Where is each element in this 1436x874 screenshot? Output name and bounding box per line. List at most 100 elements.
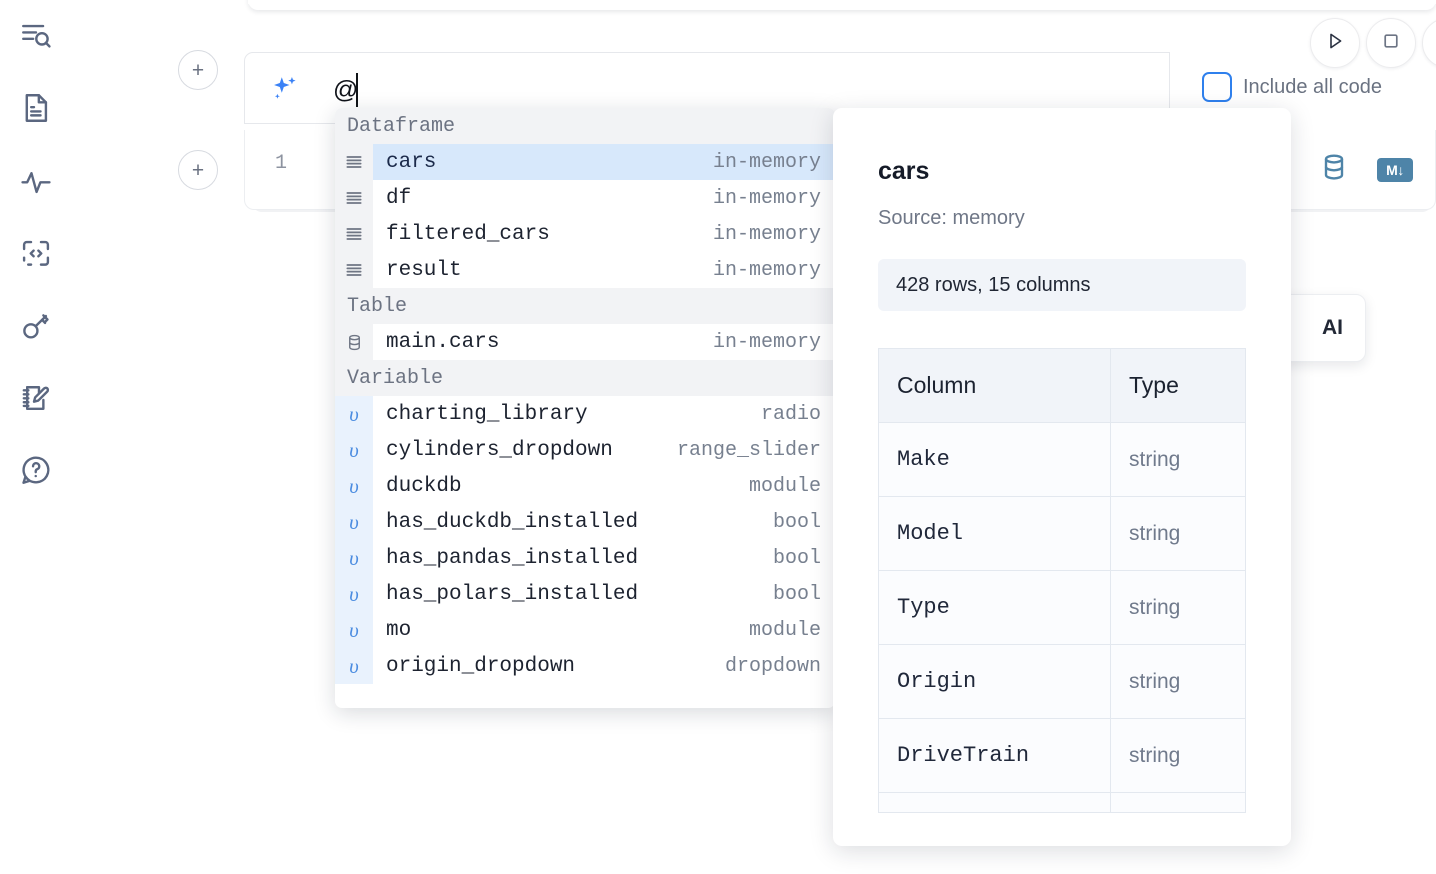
sidebar-item-help[interactable]	[14, 448, 58, 492]
detail-stats-badge: 428 rows, 15 columns	[878, 259, 1246, 311]
sidebar-item-secrets[interactable]	[14, 304, 58, 348]
text-caret	[356, 73, 358, 107]
notebook-file-icon	[19, 91, 53, 125]
ai-chip-label: AI	[1322, 316, 1343, 339]
upsilon-variable-icon: υ	[335, 468, 373, 504]
explore-search-icon	[19, 19, 53, 53]
sidebar-item-notebook[interactable]	[14, 86, 58, 130]
dataframe-rows-icon	[335, 144, 373, 180]
notebook-card-top-edge	[248, 0, 1436, 10]
schema-column-name: Make	[878, 422, 1111, 497]
autocomplete-item[interactable]: υ has_duckdb_installed bool	[335, 504, 835, 540]
secrets-key-icon	[19, 309, 53, 343]
autocomplete-item-type: in-memory	[712, 222, 821, 246]
upsilon-variable-icon: υ	[335, 648, 373, 684]
stop-cell-button[interactable]	[1366, 18, 1416, 68]
sparkles-icon	[269, 73, 301, 105]
upsilon-variable-icon: υ	[335, 540, 373, 576]
autocomplete-item[interactable]: υ has_polars_installed bool	[335, 576, 835, 612]
table-row-partial	[878, 792, 1246, 813]
autocomplete-item-name: df	[386, 186, 412, 210]
schema-column-type: string	[1110, 570, 1246, 645]
database-icon[interactable]	[1319, 152, 1349, 187]
schema-column-type: string	[1110, 644, 1246, 719]
autocomplete-item-name: mo	[386, 618, 412, 642]
autocomplete-item-type: in-memory	[712, 186, 821, 210]
square-stop-icon	[1379, 29, 1403, 58]
autocomplete-item-type: in-memory	[712, 150, 821, 174]
dataframe-detail-panel: cars Source: memory 428 rows, 15 columns…	[833, 108, 1291, 846]
include-all-code-checkbox[interactable]	[1202, 72, 1232, 102]
upsilon-variable-icon: υ	[335, 612, 373, 648]
detail-source: Source: memory	[878, 207, 1025, 229]
line-number: 1	[275, 152, 288, 175]
autocomplete-item-name: cylinders_dropdown	[386, 438, 613, 462]
database-cylinder-icon	[335, 324, 373, 360]
autocomplete-item-name: cars	[386, 150, 437, 174]
autocomplete-group-header: Dataframe	[335, 108, 835, 144]
schema-column-name: Model	[878, 496, 1111, 571]
autocomplete-item-type: bool	[772, 510, 821, 534]
play-triangle-icon	[1323, 29, 1347, 58]
dataframe-rows-icon	[335, 180, 373, 216]
autocomplete-item-name: filtered_cars	[386, 222, 550, 246]
add-cell-below-button[interactable]: +	[178, 150, 218, 190]
autocomplete-item[interactable]: υ has_pandas_installed bool	[335, 540, 835, 576]
autocomplete-item-type: bool	[772, 546, 821, 570]
autocomplete-item[interactable]: result in-memory	[335, 252, 835, 288]
schema-column-name: DriveTrain	[878, 718, 1111, 793]
include-all-code-row[interactable]: Include all code	[1202, 72, 1382, 102]
upsilon-variable-icon: υ	[335, 432, 373, 468]
scratchpad-edit-icon	[19, 381, 53, 415]
add-cell-above-button[interactable]: +	[178, 50, 218, 90]
autocomplete-item-type: in-memory	[712, 258, 821, 282]
autocomplete-item-name: main.cars	[386, 330, 500, 354]
markdown-badge[interactable]: M↓	[1377, 157, 1413, 182]
sidebar-item-activity[interactable]	[14, 160, 58, 204]
upsilon-variable-icon: υ	[335, 504, 373, 540]
autocomplete-group-header: Table	[335, 288, 835, 324]
autocomplete-item-name: has_polars_installed	[386, 582, 639, 606]
autocomplete-item-type: range_slider	[676, 438, 821, 462]
autocomplete-item-type: module	[748, 618, 821, 642]
autocomplete-item[interactable]: df in-memory	[335, 180, 835, 216]
autocomplete-item[interactable]: υ cylinders_dropdown range_slider	[335, 432, 835, 468]
dataframe-rows-icon	[335, 216, 373, 252]
sidebar-item-scratchpad[interactable]	[14, 376, 58, 420]
autocomplete-item-name: result	[386, 258, 462, 282]
autocomplete-item-name: has_pandas_installed	[386, 546, 639, 570]
upsilon-variable-icon: υ	[335, 576, 373, 612]
schema-column-name: Type	[878, 570, 1111, 645]
table-header-cell: Column	[878, 348, 1111, 423]
cell-toolbar: M↓	[1319, 152, 1413, 187]
autocomplete-item[interactable]: cars in-memory	[335, 144, 835, 180]
autocomplete-item[interactable]: filtered_cars in-memory	[335, 216, 835, 252]
autocomplete-item-name: charting_library	[386, 402, 588, 426]
table-header-cell: Type	[1110, 348, 1246, 423]
autocomplete-item-type: dropdown	[724, 654, 821, 678]
detail-title: cars	[878, 157, 930, 185]
sidebar-item-explore[interactable]	[14, 14, 58, 58]
more-actions-button[interactable]	[1422, 18, 1436, 68]
sidebar-item-snippets[interactable]	[14, 232, 58, 276]
code-snippets-icon	[19, 237, 53, 271]
ai-prompt-input[interactable]: @	[333, 76, 359, 104]
run-cell-button[interactable]	[1310, 18, 1360, 68]
autocomplete-item-type: bool	[772, 582, 821, 606]
plus-icon: +	[191, 58, 205, 82]
autocomplete-item[interactable]: main.cars in-memory	[335, 324, 835, 360]
schema-column-type: string	[1110, 496, 1246, 571]
autocomplete-item-name: has_duckdb_installed	[386, 510, 639, 534]
autocomplete-item-type: in-memory	[712, 330, 821, 354]
autocomplete-group-header: Variable	[335, 360, 835, 396]
schema-column-type: string	[1110, 718, 1246, 793]
